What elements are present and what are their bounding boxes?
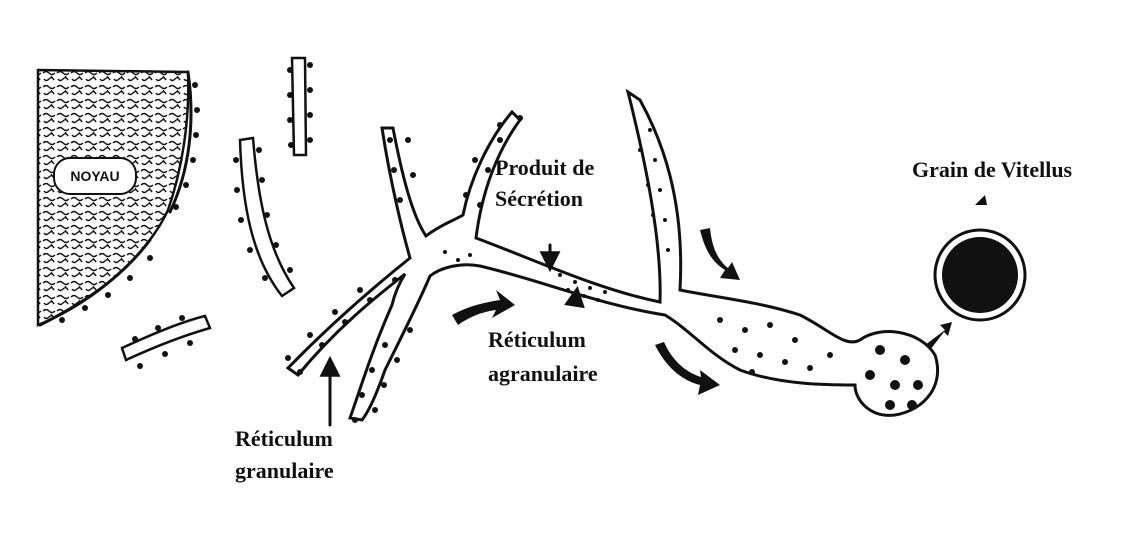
label-produit-line1: Produit de: [495, 155, 594, 180]
vesicle-granules: [865, 345, 923, 410]
label-ret-gran-line1: Réticulum: [235, 426, 333, 451]
nucleus: NOYAU: [36, 68, 200, 327]
label-produit: Produit de Sécrétion: [495, 155, 594, 211]
label-ret-agran-line1: Réticulum: [488, 327, 586, 352]
vitellus-grain: [933, 228, 1027, 322]
er-fragment-vertical: [287, 56, 313, 157]
er-fragment-diagonal: [233, 136, 296, 298]
secretion-dots-vesicle: [638, 128, 670, 252]
nucleus-label: NOYAU: [70, 168, 119, 184]
secretion-dots-golgi: [717, 317, 833, 375]
er-fragment-small: [120, 314, 212, 369]
nucleus-ribosomes: [59, 82, 200, 323]
ribosomes-network: [285, 115, 523, 423]
label-grain-text: Grain de Vitellus: [912, 157, 1073, 182]
label-ret-gran-line2: granulaire: [235, 458, 334, 483]
nucleus-label-box: [53, 157, 137, 195]
flow-arrows: [452, 195, 987, 395]
pointer-lines: [319, 243, 585, 427]
label-reticulum-granulaire: Réticulum granulaire: [235, 426, 334, 483]
label-reticulum-agranulaire: Réticulum agranulaire: [488, 327, 598, 386]
label-ret-agran-line2: agranulaire: [488, 361, 598, 386]
label-grain: Grain de Vitellus: [912, 157, 1073, 182]
label-produit-line2: Sécrétion: [495, 186, 583, 211]
reticulum-network: [285, 88, 940, 423]
